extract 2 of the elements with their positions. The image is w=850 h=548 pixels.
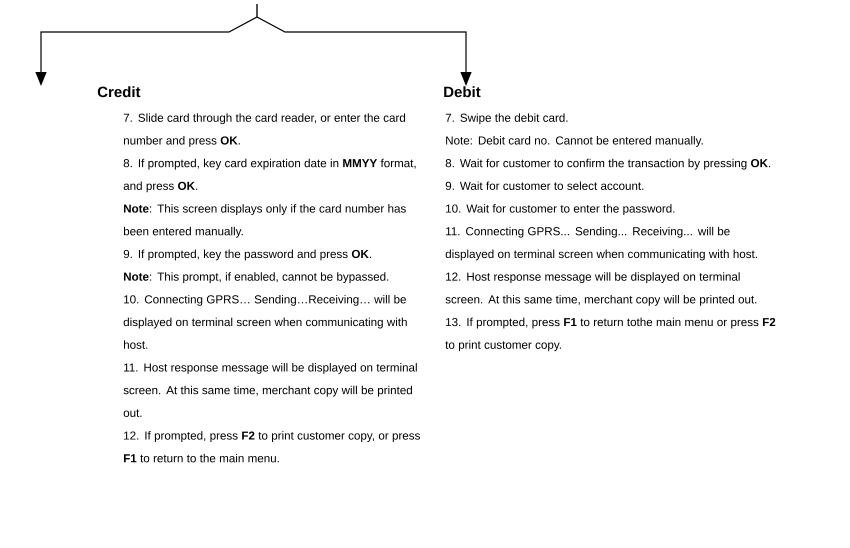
step-list: Credit 7. Slide card through the card reader, or enter the card number and press OK. 8. If prompted, key card expiration date in MMYY format, and press OK. Note: This screen displays only if the card number has been entered manually. 9. If prompted, key the password and press OK. Note: This prompt, if enabled, cannot be bypassed. 10. Connecting GPRS… Sending…Receiving… will be displayed on terminal screen when communicating with host. 11. Host response message will be displayed on terminal screen. At this same time, merchant copy will be printed out. 12. If prompted, press F2 to print customer copy, or press F1 to return to the main menu. [98, 86, 420, 462]
step-list: Debit 7. Swipe the debit card. Note: Debit card no. Cannot be entered manually. 8. Wait for customer to confirm the transaction by pressing OK. 9. Wait for customer to select account. 10. Wait for customer to enter the password. 11. Connecting GPRS... Sending... Receiving... will be displayed on terminal screen when communicating with host. 12. Host response message will be displayed on terminal screen. At this same time, merchant copy will be printed out. 13. If prompted, press F1 to return tothe main menu or press F2 to print customer copy. [444, 86, 776, 352]
